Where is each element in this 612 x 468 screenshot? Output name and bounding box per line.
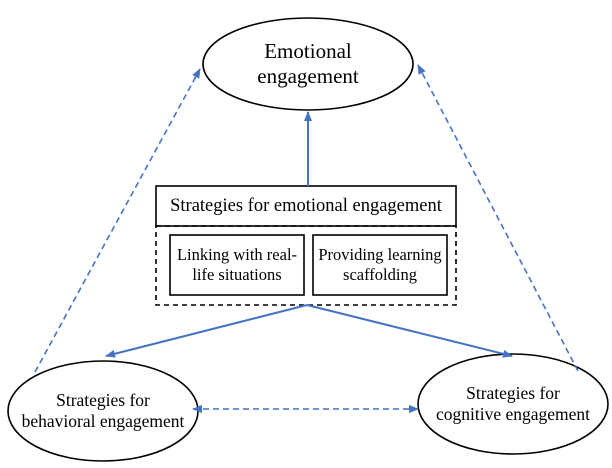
strategy-header-title-text: Strategies for emotional engagement [170, 195, 442, 216]
dashed-arrow-cognitive-to-emotional [417, 64, 579, 372]
strategy-item-box-2 [312, 234, 448, 296]
behavioral-engagement-line1: Strategies for [56, 390, 150, 410]
emotional-engagement-line1: Emotional [264, 38, 352, 63]
arrow-strategies-to-cognitive [306, 304, 513, 358]
strategy-item-box-1 [169, 234, 305, 296]
strategy-item-2-line2: scaffolding [343, 265, 417, 284]
cognitive-engagement-line1: Strategies for [466, 383, 560, 403]
behavioral-engagement-label: Strategies for behavioral engagement [10, 375, 196, 447]
strategy-item-2-label: Providing learning scaffolding [313, 235, 447, 295]
emotional-engagement-line2: engagement [257, 64, 359, 88]
cognitive-engagement-ellipse [417, 353, 609, 455]
dashed-arrow-behavioral-to-emotional [34, 68, 201, 373]
cognitive-engagement-line2: cognitive engagement [435, 404, 591, 424]
strategy-item-1-label: Linking with real- life situations [170, 235, 304, 295]
arrow-strategies-to-behavioral [105, 304, 308, 358]
behavioral-engagement-line2: behavioral engagement [21, 411, 185, 431]
emotional-engagement-label: Emotional engagement [208, 30, 408, 98]
strategy-header-title: Strategies for emotional engagement [156, 186, 456, 226]
strategy-item-2-line1: Providing learning [318, 245, 442, 265]
emotional-engagement-ellipse [202, 17, 414, 111]
strategy-item-1-line2: life situations [192, 265, 282, 284]
strategy-item-1-line1: Linking with real- [176, 245, 298, 265]
strategy-header-box [155, 185, 457, 227]
cognitive-engagement-label: Strategies for cognitive engagement [420, 368, 606, 440]
